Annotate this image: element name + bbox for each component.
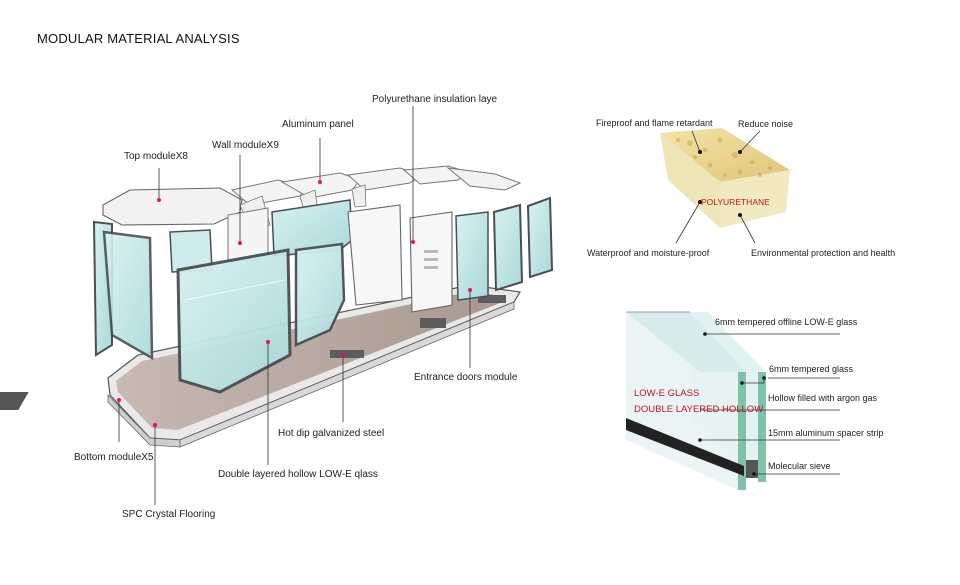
label-polyurethane-layer: Polyurethane insulation laye: [372, 94, 498, 105]
polyurethane-block: [660, 128, 790, 228]
label-low-e-glass: Double layered hollow LOW-E qlass: [218, 469, 378, 480]
leader-lines: [118, 106, 471, 505]
label-top-module: Top moduleX8: [124, 151, 188, 162]
glass-name-line1: LOW-E GLASS: [634, 388, 700, 399]
label-fireproof: Fireproof and flame retardant: [596, 118, 713, 128]
label-bottom-module: Bottom moduleX5: [74, 452, 154, 463]
wall-modules: [227, 196, 554, 313]
glass-dots: [698, 332, 766, 476]
label-reduce-noise: Reduce noise: [738, 119, 794, 129]
polyurethane-name: POLYURETHANE: [701, 197, 770, 207]
foam-leaders: [675, 130, 761, 244]
label-tempered-glass: 6mm tempered glass: [769, 364, 854, 374]
label-entrance-doors: Entrance doors module: [414, 372, 518, 383]
front-glass-module: [176, 242, 346, 394]
label-spacer: 15mm aluminum spacer strip: [768, 428, 884, 438]
page-title: MODULAR MATERIAL ANALYSIS: [37, 31, 240, 46]
label-waterproof: Waterproof and moisture-proof: [587, 248, 710, 258]
label-argon: Hollow filled with argon gas: [768, 393, 878, 403]
label-sieve: Molecular sieve: [768, 461, 831, 471]
label-aluminum-panel: Aluminum panel: [282, 119, 354, 130]
bottom-module-floor: [0, 284, 521, 448]
foam-dots: [698, 150, 742, 217]
glass-name-line2: DOUBLE LAYERED HOLLOW: [634, 404, 764, 415]
glass-leaders: [700, 333, 840, 475]
label-wall-module: Wall moduleX9: [212, 140, 279, 151]
low-e-glass-section: [626, 311, 766, 490]
left-glass-walls: [92, 220, 213, 361]
label-spc-flooring: SPC Crystal Flooring: [122, 509, 216, 520]
label-galvanized-steel: Hot dip galvanized steel: [278, 428, 385, 439]
marker-dots: [117, 180, 472, 427]
label-offline-glass: 6mm tempered offline LOW-E glass: [715, 317, 858, 327]
label-environmental: Environmental protection and health: [751, 248, 896, 258]
